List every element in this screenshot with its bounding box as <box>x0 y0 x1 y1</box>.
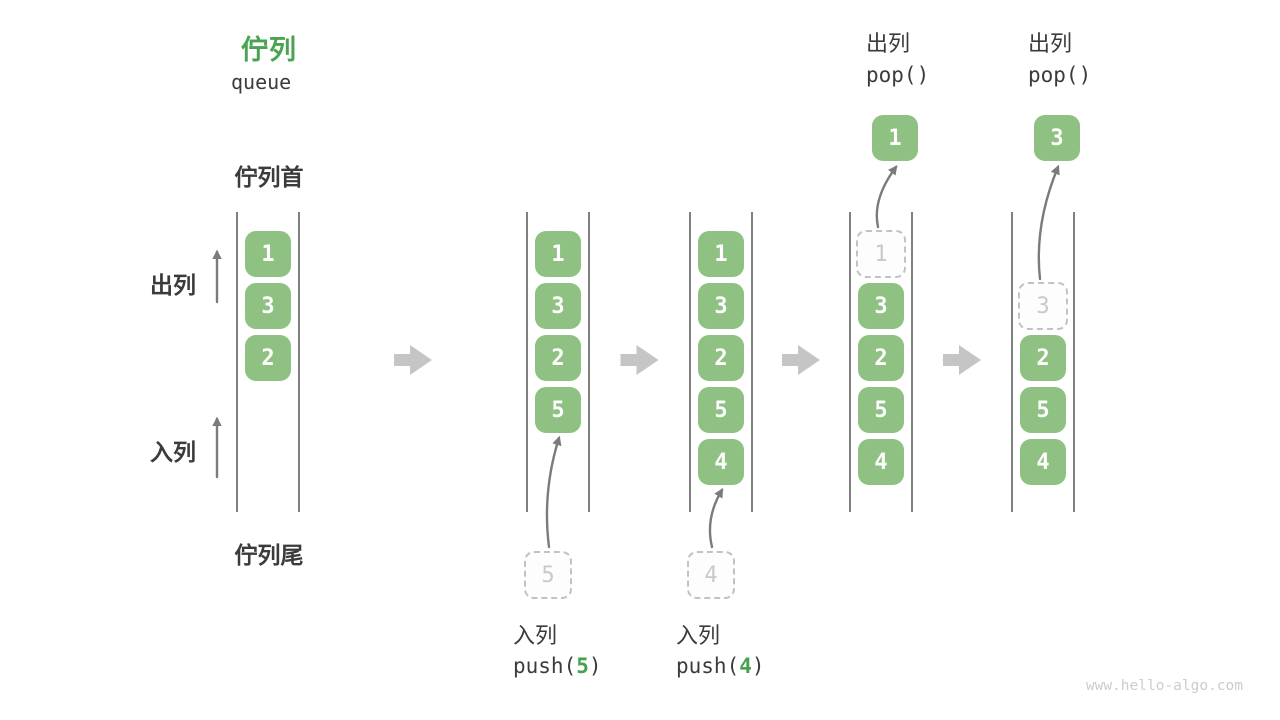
queue-cell: 2 <box>535 335 581 381</box>
queue-rear-label: 佇列尾 <box>234 542 304 568</box>
queue-cell: 3 <box>858 283 904 329</box>
queue-cell: 1 <box>698 231 744 277</box>
diagram-title: 佇列 <box>241 35 297 65</box>
operation-code-text: push( <box>513 654 577 678</box>
queue-cell: 5 <box>535 387 581 433</box>
operation-label: 出列 <box>866 31 911 56</box>
queue-cell: 4 <box>698 439 744 485</box>
watermark: www.hello-algo.com <box>1085 678 1243 694</box>
queue-cell: 4 <box>1020 439 1066 485</box>
queue-front-label: 佇列首 <box>234 164 304 190</box>
operation-label: 出列 <box>1028 31 1073 56</box>
flow-arrow-icon <box>620 345 659 375</box>
operation-arg: 4 <box>739 654 752 678</box>
enqueue-arrow <box>708 487 724 549</box>
dequeue-arrow <box>875 165 898 229</box>
dequeue-arrow <box>1037 164 1060 281</box>
dequeued-slot: 1 <box>856 230 906 278</box>
queue-cell: 4 <box>858 439 904 485</box>
dequeue-side-label: 出列 <box>150 272 196 298</box>
operation-arg: 5 <box>576 654 589 678</box>
queue-cell: 5 <box>1020 387 1066 433</box>
operation-code: push(4) <box>676 654 765 678</box>
operation-code: pop() <box>866 63 929 87</box>
enqueue-side-label: 入列 <box>150 439 196 465</box>
flow-arrow-icon <box>394 345 432 375</box>
dequeued-slot: 3 <box>1018 282 1068 330</box>
operation-label: 入列 <box>513 623 558 648</box>
queue-cell: 5 <box>858 387 904 433</box>
queue-cell: 2 <box>858 335 904 381</box>
flow-arrow-icon <box>943 345 981 375</box>
queue-cell: 3 <box>698 283 744 329</box>
enqueue-arrow <box>545 435 562 549</box>
flow-arrow-icon <box>782 345 820 375</box>
diagram-subtitle: queue <box>231 70 292 94</box>
popped-cell: 1 <box>872 115 918 161</box>
pending-cell: 5 <box>524 551 572 599</box>
operation-code: pop() <box>1028 63 1091 87</box>
operation-code-text: push( <box>676 654 740 678</box>
queue-cell: 3 <box>245 283 291 329</box>
queue-cell: 1 <box>245 231 291 277</box>
popped-cell: 3 <box>1034 115 1080 161</box>
queue-cell: 3 <box>535 283 581 329</box>
queue-cell: 1 <box>535 231 581 277</box>
queue-cell: 2 <box>1020 335 1066 381</box>
operation-code: push(5) <box>513 654 602 678</box>
queue-cell: 2 <box>698 335 744 381</box>
queue-cell: 2 <box>245 335 291 381</box>
pending-cell: 4 <box>687 551 735 599</box>
operation-code-text: ) <box>751 654 765 678</box>
queue-cell: 5 <box>698 387 744 433</box>
operation-code-text: ) <box>588 654 602 678</box>
operation-code-text: pop() <box>866 63 930 87</box>
operation-label: 入列 <box>676 623 721 648</box>
operation-code-text: pop() <box>1028 63 1092 87</box>
